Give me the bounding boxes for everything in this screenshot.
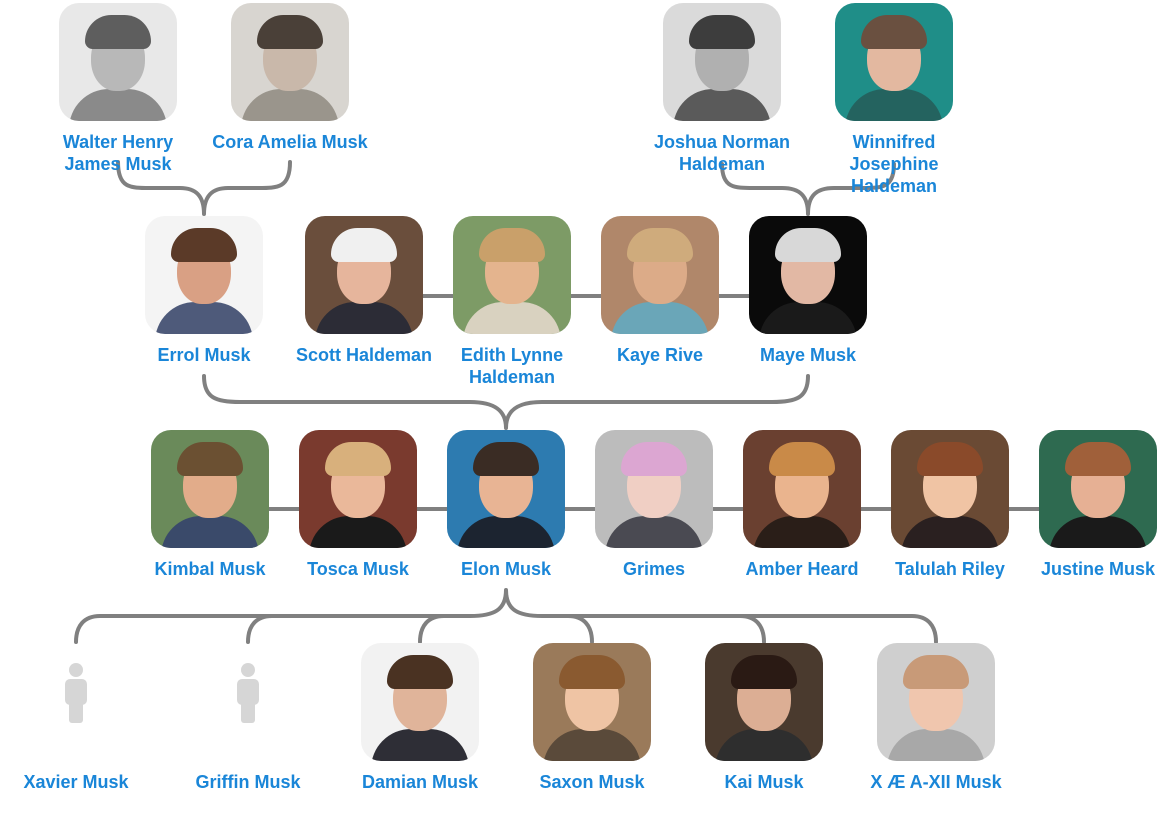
person-name: Elon Musk: [460, 559, 551, 579]
maternal-grandparents-connector: [720, 162, 896, 216]
person-photo: [743, 430, 861, 548]
person-placeholder-icon: [17, 643, 135, 761]
person-photo: [749, 216, 867, 334]
person-name: Kaye Rive: [616, 345, 704, 365]
person-photo: [877, 643, 995, 761]
person-node-amber[interactable]: Amber Heard: [716, 430, 888, 580]
person-node-errol[interactable]: Errol Musk: [118, 216, 290, 366]
person-photo: [835, 3, 953, 121]
person-photo: [533, 643, 651, 761]
person-name: Saxon Musk: [539, 772, 645, 792]
person-photo: [1039, 430, 1157, 548]
person-photo: [663, 3, 781, 121]
person-node-walter[interactable]: Walter Henry James Musk: [32, 3, 204, 175]
person-name: Justine Musk: [1040, 559, 1156, 579]
person-node-winnifred[interactable]: Winnifred Josephine Haldeman: [808, 3, 980, 197]
person-name: Joshua Norman Haldeman: [653, 132, 791, 174]
person-node-justine[interactable]: Justine Musk: [1012, 430, 1170, 580]
person-name: Cora Amelia Musk: [212, 132, 368, 152]
person-node-maye[interactable]: Maye Musk: [722, 216, 894, 366]
person-photo: [145, 216, 263, 334]
person-node-xavier[interactable]: Xavier Musk: [0, 643, 162, 793]
person-photo: [151, 430, 269, 548]
person-name: Winnifred Josephine Haldeman: [849, 132, 939, 196]
person-photo: [59, 3, 177, 121]
person-node-edith[interactable]: Edith Lynne Haldeman: [426, 216, 598, 388]
person-name: Griffin Musk: [195, 772, 301, 792]
elon-to-children-connector: [74, 588, 938, 644]
person-node-joshua[interactable]: Joshua Norman Haldeman: [636, 3, 808, 175]
person-node-cora[interactable]: Cora Amelia Musk: [204, 3, 376, 153]
person-photo: [453, 216, 571, 334]
person-node-elon[interactable]: Elon Musk: [420, 430, 592, 580]
person-photo: [447, 430, 565, 548]
person-name: Edith Lynne Haldeman: [460, 345, 564, 387]
person-name: Walter Henry James Musk: [62, 132, 174, 174]
person-name: Errol Musk: [157, 345, 251, 365]
person-node-kimbal[interactable]: Kimbal Musk: [124, 430, 296, 580]
person-name: Scott Haldeman: [295, 345, 433, 365]
person-node-scott[interactable]: Scott Haldeman: [278, 216, 450, 366]
person-name: Grimes: [622, 559, 686, 579]
person-name: Kai Musk: [724, 772, 804, 792]
person-name: Xavier Musk: [23, 772, 129, 792]
person-photo: [601, 216, 719, 334]
person-photo: [891, 430, 1009, 548]
person-node-damian[interactable]: Damian Musk: [334, 643, 506, 793]
person-name: Damian Musk: [361, 772, 479, 792]
person-node-grimes[interactable]: Grimes: [568, 430, 740, 580]
person-node-tosca[interactable]: Tosca Musk: [272, 430, 444, 580]
person-photo: [361, 643, 479, 761]
person-node-x[interactable]: X Æ A-XII Musk: [850, 643, 1022, 793]
person-placeholder-icon: [189, 643, 307, 761]
person-node-saxon[interactable]: Saxon Musk: [506, 643, 678, 793]
parents-to-elon-connector: [202, 374, 810, 430]
person-photo: [231, 3, 349, 121]
person-photo: [299, 430, 417, 548]
person-node-kaye[interactable]: Kaye Rive: [574, 216, 746, 366]
person-node-griffin[interactable]: Griffin Musk: [162, 643, 334, 793]
person-name: Maye Musk: [759, 345, 857, 365]
person-name: Kimbal Musk: [154, 559, 266, 579]
person-name: Talulah Riley: [895, 559, 1005, 579]
paternal-grandparents-connector: [116, 160, 292, 216]
person-name: Tosca Musk: [307, 559, 409, 579]
person-name: X Æ A-XII Musk: [870, 772, 1002, 792]
person-node-talulah[interactable]: Talulah Riley: [864, 430, 1036, 580]
person-photo: [705, 643, 823, 761]
person-photo: [595, 430, 713, 548]
person-name: Amber Heard: [745, 559, 859, 579]
person-photo: [305, 216, 423, 334]
person-node-kai[interactable]: Kai Musk: [678, 643, 850, 793]
